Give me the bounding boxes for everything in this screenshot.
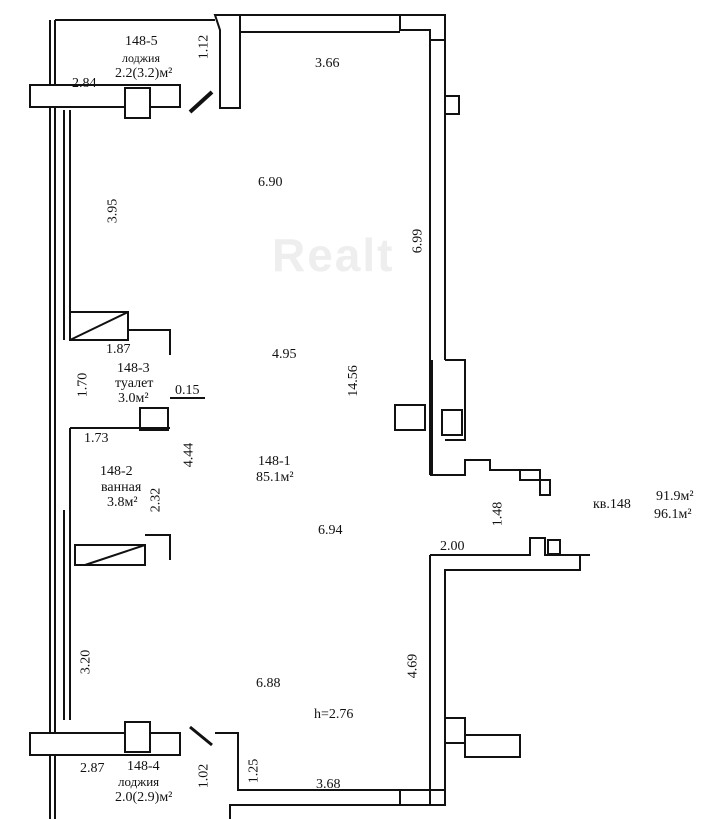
- dim-right-lower: 4.69: [405, 653, 421, 679]
- toilet-id: 148-3: [117, 361, 150, 376]
- apartment-area-living: 91.9м²: [656, 489, 694, 504]
- apartment-label: кв.148: [593, 497, 631, 512]
- dim-step: 2.00: [440, 539, 465, 554]
- loggia-top-depth: 1.12: [196, 34, 212, 60]
- dim-lower-width: 6.94: [318, 523, 343, 538]
- dim-length: 14.56: [345, 365, 361, 397]
- loggia-bottom-area: 2.0(2.9)м²: [115, 790, 173, 805]
- watermark-logo: Realt: [272, 229, 395, 281]
- toilet-width: 1.87: [106, 342, 131, 357]
- dim-left-lower: 3.20: [78, 649, 94, 675]
- dim-upper-width: 6.90: [258, 175, 283, 190]
- loggia-bottom-name: лоджия: [118, 774, 160, 789]
- loggia-bottom-depth: 1.02: [196, 763, 212, 789]
- loggia-top-name: лоджия: [122, 51, 160, 65]
- loggia-top-width: 2.84: [72, 76, 97, 91]
- dim-top: 3.66: [315, 56, 340, 71]
- bathroom-area: 3.8м²: [107, 495, 138, 510]
- toilet-area: 3.0м²: [118, 391, 149, 406]
- main-room-id: 148-1: [258, 454, 291, 469]
- dim-bottom-width: 6.88: [256, 676, 281, 691]
- dim-mid-width: 4.95: [272, 347, 297, 362]
- bathroom-height: 2.32: [148, 487, 164, 513]
- dim-bottom: 3.68: [316, 777, 341, 792]
- dim-step-height: 1.48: [490, 501, 506, 527]
- toilet-wall: 0.15: [175, 383, 200, 398]
- main-room-area: 85.1м²: [256, 470, 294, 485]
- bathroom-id: 148-2: [100, 464, 133, 479]
- loggia-bottom-side: 1.25: [246, 758, 262, 784]
- dim-right-upper: 6.99: [410, 228, 426, 254]
- bathroom-total: 4.44: [181, 442, 197, 468]
- toilet-height: 1.70: [75, 372, 91, 398]
- ceiling-height: h=2.76: [314, 707, 354, 722]
- loggia-bottom-width: 2.87: [80, 761, 105, 776]
- apartment-area-total: 96.1м²: [654, 507, 692, 522]
- dim-left-upper: 3.95: [105, 198, 121, 224]
- loggia-bottom-id: 148-4: [127, 759, 160, 774]
- loggia-top-area: 2.2(3.2)м²: [115, 66, 173, 81]
- bathroom-name: ванная: [101, 480, 142, 495]
- toilet-name: туалет: [115, 376, 154, 391]
- loggia-top-id: 148-5: [125, 34, 158, 49]
- bathroom-width: 1.73: [84, 431, 109, 446]
